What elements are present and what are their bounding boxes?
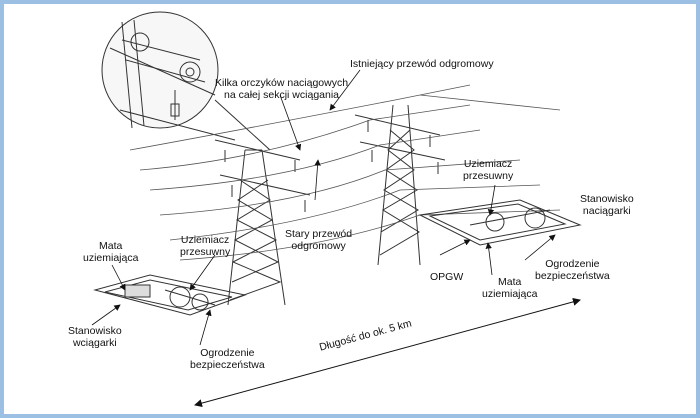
detail-magnifier: [101, 11, 271, 151]
label-mat-left: Mata uziemiająca: [83, 240, 139, 264]
label-ground-right: Uziemiacz przesuwny: [463, 158, 514, 182]
label-station-right: Stanowisko naciągarki: [580, 193, 634, 217]
length-arrow: [194, 297, 581, 408]
conductors: [129, 84, 561, 261]
left-tower: [214, 139, 311, 306]
label-existing-wire: Istniejący przewód odgromowy: [350, 58, 494, 70]
label-fence-left: Ogrodzenie bezpieczeństwa: [190, 347, 265, 371]
label-station-left: Stanowisko wciągarki: [68, 325, 122, 349]
right-station: [418, 199, 582, 246]
label-pulleys: Kilka orczyków naciągowych na całej sekc…: [215, 77, 349, 101]
left-station: [93, 274, 247, 316]
label-ground-left: Uziemiacz przesuwny: [180, 234, 231, 258]
right-tower: [354, 104, 446, 266]
label-mat-right: Mata uziemiająca: [482, 276, 538, 300]
label-old-wire: Stary przewód odgromowy: [285, 228, 353, 252]
label-opgw: OPGW: [430, 271, 464, 283]
label-fence-right: Ogrodzenie bezpieczeństwa: [535, 258, 610, 282]
